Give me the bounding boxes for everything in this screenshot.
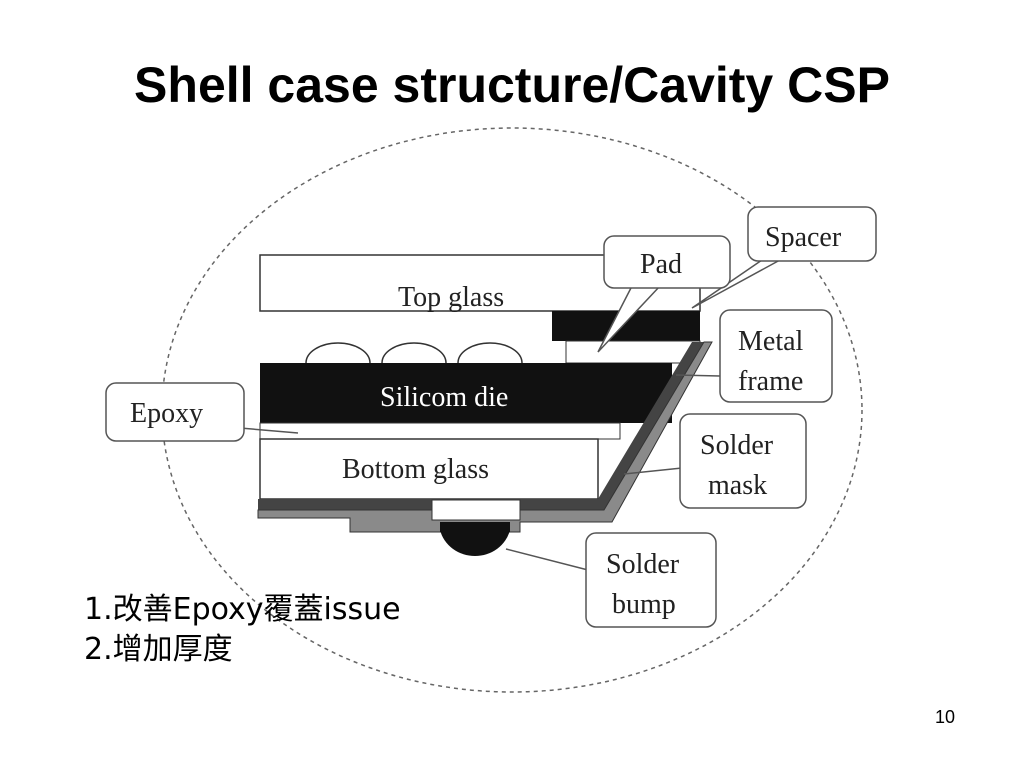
improvement-notes: 1.改善Epoxy覆蓋issue 2.增加厚度 <box>84 590 401 670</box>
solder-mask-callout: Solder mask <box>623 413 807 509</box>
bottom-pad <box>431 499 521 521</box>
metal-frame-callout: Metal frame <box>675 309 833 403</box>
spacer-callout-label: Spacer <box>765 222 842 253</box>
pad-callout-label: Pad <box>640 249 682 280</box>
solder-bump <box>440 530 510 557</box>
silicon-die-layer <box>260 363 672 423</box>
epoxy-layer <box>259 422 621 440</box>
solder-mask-label-line2: mask <box>708 470 767 501</box>
spacer-callout: Spacer <box>691 206 877 309</box>
solder-mask-label-line1: Solder <box>700 430 774 461</box>
solder-bump-label-line1: Solder <box>606 549 680 580</box>
top-glass-label: Top glass <box>398 282 504 313</box>
pad-callout: Pad <box>597 235 731 353</box>
note-item-1: 1.改善Epoxy覆蓋issue <box>84 592 401 627</box>
note-item-2: 2.增加厚度 <box>84 632 233 667</box>
epoxy-callout-label: Epoxy <box>130 398 203 429</box>
slide-title: Shell case structure/Cavity CSP <box>134 57 890 113</box>
solder-bump-label-line2: bump <box>612 589 676 620</box>
silicon-die-label: Silicom die <box>380 382 508 413</box>
solder-bump-callout: Solder bump <box>505 532 717 628</box>
solder-bump-base <box>440 522 510 532</box>
bottom-glass-label: Bottom glass <box>342 454 489 485</box>
spacer-gap <box>565 340 701 364</box>
metal-frame-label-line2: frame <box>738 366 803 397</box>
epoxy-callout: Epoxy <box>105 382 299 442</box>
micro-lens-bumps <box>305 342 523 364</box>
page-number: 10 <box>935 707 956 727</box>
bottom-glass-layer <box>259 438 599 500</box>
solder-mask <box>257 341 713 533</box>
metal-frame-label-line1: Metal <box>738 326 804 357</box>
